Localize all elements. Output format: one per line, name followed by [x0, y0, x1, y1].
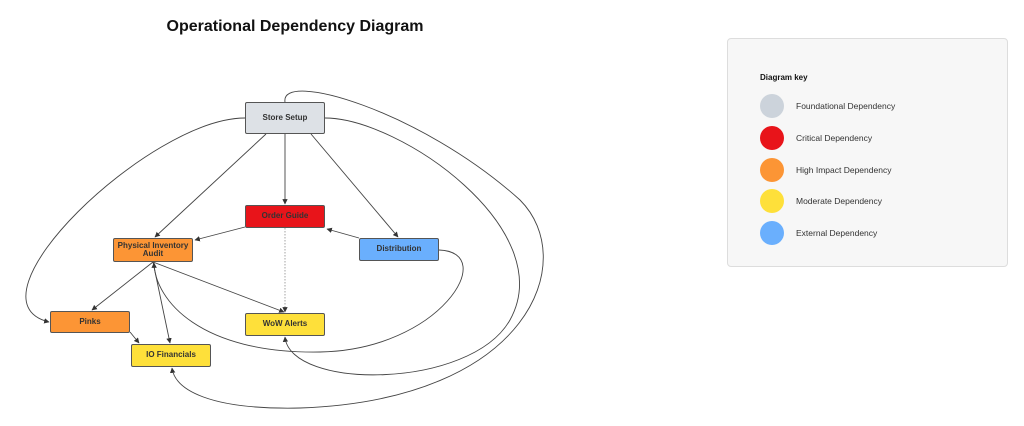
node-pinks[interactable]: Pinks — [50, 311, 130, 333]
diagram-title: Operational Dependency Diagram — [166, 18, 424, 35]
legend-label: Moderate Dependency — [796, 196, 883, 206]
edge-store-to-distribution — [310, 133, 399, 238]
legend-swatch — [760, 94, 784, 118]
edge-store-to-pia — [154, 133, 267, 238]
node-store-setup[interactable]: Store Setup — [245, 102, 325, 134]
legend-label: Critical Dependency — [796, 133, 873, 143]
legend-swatch — [760, 158, 784, 182]
edge-pinks-to-io — [129, 331, 140, 344]
legend-label: Foundational Dependency — [796, 101, 896, 111]
legend-item: High Impact Dependency — [760, 158, 891, 182]
edge-pia-to-wow — [152, 261, 285, 313]
legend-item: Critical Dependency — [760, 126, 872, 150]
node-order-guide[interactable]: Order Guide — [245, 205, 325, 228]
legend-label: External Dependency — [796, 228, 878, 238]
legend-item: External Dependency — [760, 221, 877, 245]
node-io-financials[interactable]: IO Financials — [131, 344, 211, 367]
legend-title: Diagram key — [760, 73, 808, 82]
legend-swatch — [760, 126, 784, 150]
diagram-key: Diagram key Foundational Dependency Crit… — [727, 38, 1008, 267]
edge-distribution-to-pia — [151, 249, 464, 353]
legend-swatch — [760, 189, 784, 213]
edge-store-to-io — [169, 90, 544, 409]
edge-store-to-pinks — [25, 117, 246, 324]
legend-item: Foundational Dependency — [760, 94, 895, 118]
legend-item: Moderate Dependency — [760, 189, 882, 213]
edge-order-to-pia — [194, 226, 246, 242]
edge-pia-to-pinks — [91, 261, 154, 311]
node-wow-alerts[interactable]: WoW Alerts — [245, 313, 325, 336]
edge-distribution-to-order — [326, 227, 360, 239]
node-distribution[interactable]: Distribution — [359, 238, 439, 261]
edge-store-to-wow — [282, 117, 520, 376]
legend-swatch — [760, 221, 784, 245]
legend-label: High Impact Dependency — [796, 165, 892, 175]
node-physical-inventory-audit[interactable]: Physical Inventory Audit — [113, 238, 193, 262]
